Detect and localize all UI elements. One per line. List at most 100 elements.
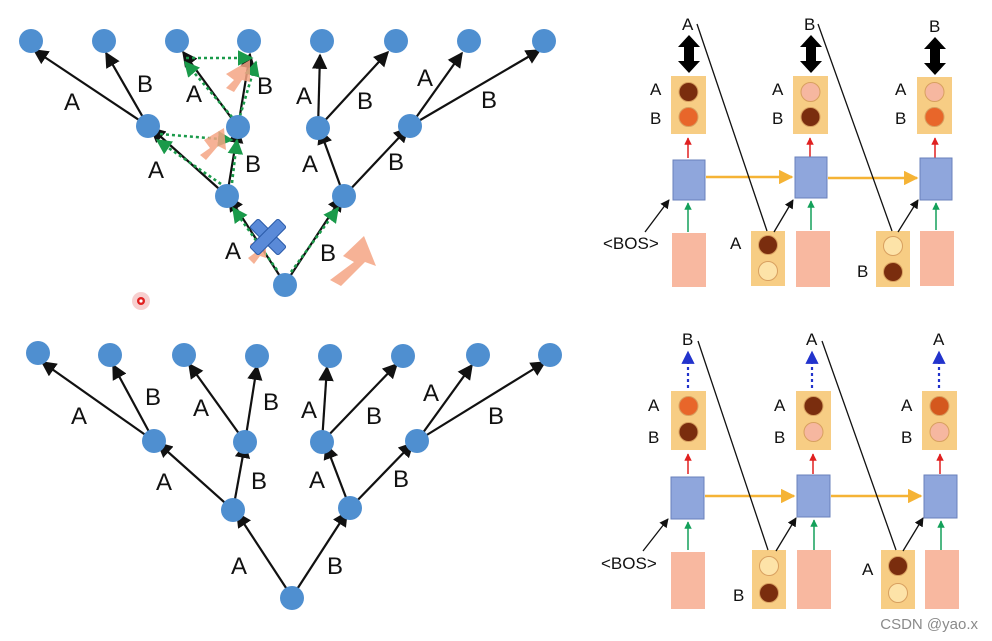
prob-dot-dark (800, 107, 821, 127)
tree-leaf (172, 343, 196, 367)
tree-node-r1 (332, 184, 356, 208)
edge-lr-right (243, 364, 263, 443)
tree-leaf (466, 343, 490, 367)
input-box (797, 550, 831, 609)
tree-node-ll (136, 114, 160, 138)
edge-label: A (156, 469, 172, 496)
edge-label: A (309, 467, 325, 494)
edge-label: B (488, 403, 504, 430)
prob-label: B (772, 109, 783, 128)
prob-label: B (650, 109, 661, 128)
bottom-tree-labels: A B A B A B A B A B A B A B (71, 380, 504, 580)
feedback-arrow (775, 517, 797, 552)
prob-dot-dark (678, 82, 699, 102)
top-tree: A B A B A B A B A B A B A B (19, 29, 556, 297)
edge-root-left (236, 511, 293, 598)
tree-node-root (280, 586, 304, 610)
prob-label: A (648, 396, 660, 415)
state-box (923, 474, 958, 519)
edge-label: B (137, 71, 153, 98)
onehot-dot-dark (759, 583, 779, 603)
edge-ll-left (40, 361, 155, 442)
prob-dot-light (924, 82, 945, 102)
tree-leaf (318, 344, 342, 368)
tree-node-lr (233, 430, 257, 454)
tree-leaf (532, 29, 556, 53)
tree-node-lr (226, 115, 250, 139)
tree-leaf (457, 29, 481, 53)
tree-leaf (98, 343, 122, 367)
input-box (920, 231, 954, 286)
edge-label: B (263, 389, 279, 416)
input-box (672, 233, 706, 287)
top-decoder: A B B A B A B A B (603, 15, 954, 287)
feedback-arrow (902, 517, 924, 552)
edge-root-right (291, 510, 348, 598)
input-box (671, 552, 705, 609)
edge-rl-left (311, 53, 328, 129)
edge-label: B (481, 87, 497, 114)
state-box (794, 156, 828, 199)
top-tree-nodes (19, 29, 556, 297)
onehot-dot-dark (758, 235, 778, 255)
beam-path-root-right (289, 206, 340, 273)
onehot-dot-pale (888, 583, 908, 603)
bottom-tree-nodes (26, 341, 562, 610)
beam-path-lr-left (183, 60, 233, 118)
top-tree-labels: A B A B A B A B A B A B A B (64, 65, 497, 267)
edge-label: A (148, 157, 164, 184)
feedback-line (821, 340, 897, 551)
tree-node-l1 (215, 184, 239, 208)
edge-label: A (301, 397, 317, 424)
output-token: B (682, 330, 693, 349)
edge-label: B (320, 240, 336, 267)
bottom-decoder: B A A A B A B A B (601, 330, 959, 609)
highlight-arrow-top (226, 60, 250, 92)
tree-leaf (26, 341, 50, 365)
onehot-dot-pale (883, 236, 903, 256)
beam-path-l1-left (155, 138, 222, 186)
edge-label: B (388, 149, 404, 176)
edge-label: B (145, 384, 161, 411)
cross-icon (249, 218, 287, 256)
edge-lr-left (188, 362, 246, 443)
output-token: A (682, 15, 694, 34)
input-label: A (862, 560, 874, 579)
bos-arrow (642, 518, 669, 552)
edge-label: B (257, 73, 273, 100)
bos-arrow (644, 199, 670, 233)
prob-dot-mid (678, 396, 699, 416)
onehot-dot-dark (888, 556, 908, 576)
edge-l1-left (156, 441, 234, 511)
prob-dot-dark (803, 396, 824, 416)
edge-label: B (245, 151, 261, 178)
edge-label: B (393, 466, 409, 493)
beam-paths (155, 50, 340, 273)
edge-rr-left (416, 363, 473, 442)
prob-label: B (774, 428, 785, 447)
edge-label: A (417, 65, 433, 92)
tree-node-l1 (221, 498, 245, 522)
output-token: B (929, 17, 940, 36)
output-token: A (933, 330, 945, 349)
edge-label: B (251, 468, 267, 495)
prob-label: B (648, 428, 659, 447)
prob-dot-light (803, 422, 824, 442)
prob-dot-mid (678, 107, 699, 127)
watermark-text: CSDN @yao.x (880, 616, 978, 633)
edge-r1-right (343, 126, 410, 197)
edge-label: A (231, 553, 247, 580)
tree-leaf (165, 29, 189, 53)
feedback-arrow (773, 199, 794, 233)
tree-leaf (310, 29, 334, 53)
bottom-tree: A B A B A B A B A B A B A B (26, 341, 562, 610)
edge-label: A (296, 83, 312, 110)
output-token: B (804, 15, 815, 34)
edge-ll-right (112, 363, 155, 442)
onehot-dot-pale (759, 556, 779, 576)
beam-path-root-left (231, 206, 279, 271)
feedback-line (697, 340, 769, 551)
tree-node-rl (306, 116, 330, 140)
tree-leaf (92, 29, 116, 53)
edge-rl-right (317, 50, 390, 129)
